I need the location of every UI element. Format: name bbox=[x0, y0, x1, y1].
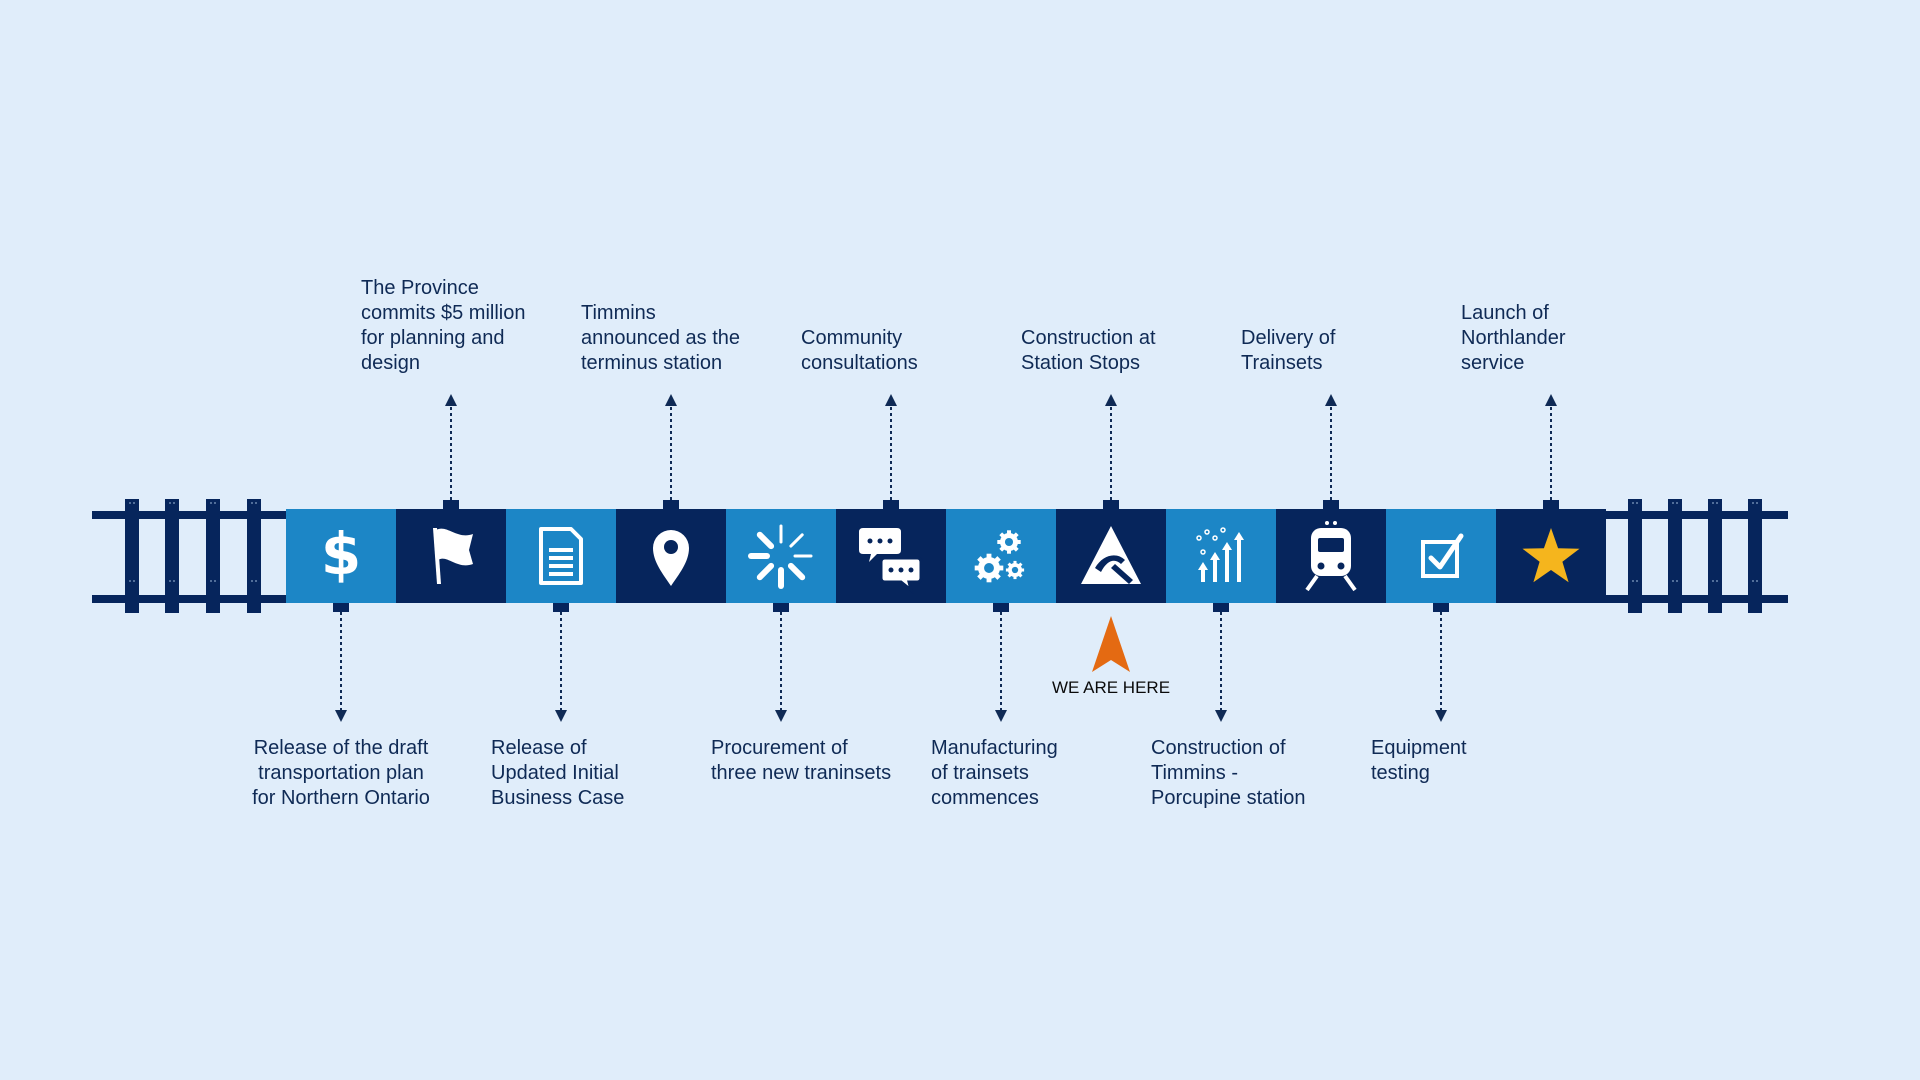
arrow-up-icon bbox=[1092, 616, 1130, 672]
dollar-icon: $ bbox=[321, 520, 361, 588]
milestone-connector bbox=[663, 394, 679, 509]
rail-ties bbox=[125, 499, 1762, 613]
chat-bubbles-icon bbox=[859, 528, 923, 594]
construction-icon bbox=[1081, 526, 1141, 584]
location-pin-icon bbox=[653, 530, 689, 586]
milestone-label: Delivery of Trainsets bbox=[1241, 327, 1336, 374]
milestone-tile bbox=[836, 509, 946, 603]
rail-tie bbox=[206, 499, 220, 613]
milestone-connector bbox=[1213, 603, 1229, 722]
milestone-label: The Province commits $5 million for plan… bbox=[361, 277, 526, 374]
milestone-connector bbox=[1103, 394, 1119, 509]
rail-tie bbox=[1708, 499, 1722, 613]
milestone-connector bbox=[1543, 394, 1559, 509]
rail-tie bbox=[1628, 499, 1642, 613]
svg-text:$: $ bbox=[321, 520, 361, 588]
rail-tie bbox=[1748, 499, 1762, 613]
star-icon bbox=[1522, 528, 1580, 583]
rail-tie bbox=[165, 499, 179, 613]
document-icon bbox=[539, 527, 583, 585]
milestone-connector bbox=[333, 603, 349, 722]
rail-tie bbox=[247, 499, 261, 613]
milestone-label: Manufacturing of trainsets commences bbox=[931, 737, 1058, 809]
milestone-tile bbox=[1166, 509, 1276, 603]
milestone-label: Procurement of three new traninsets bbox=[711, 737, 892, 784]
rail-tie bbox=[125, 499, 139, 613]
milestone-connector bbox=[883, 394, 899, 509]
milestone-connector bbox=[773, 603, 789, 722]
milestone-connector bbox=[993, 603, 1009, 722]
train-icon bbox=[1305, 521, 1357, 592]
milestone-label: Release of Updated Initial Business Case bbox=[491, 737, 625, 809]
we-are-here-label: WE ARE HERE bbox=[1051, 678, 1171, 697]
milestone-connector bbox=[443, 394, 459, 509]
flag-icon bbox=[433, 528, 473, 584]
milestone-tiles bbox=[286, 509, 1606, 603]
milestone-connectors bbox=[333, 394, 1559, 722]
milestone-tile bbox=[1386, 509, 1496, 603]
milestone-label: Equipment testing bbox=[1371, 737, 1467, 784]
growth-arrows-icon bbox=[1196, 527, 1244, 582]
milestone-label: Release of the draft transportation plan… bbox=[252, 737, 430, 809]
gears-icon bbox=[974, 530, 1025, 583]
milestone-label: Timmins announced as the terminus statio… bbox=[581, 302, 741, 374]
milestone-label: Construction at Station Stops bbox=[1021, 327, 1156, 374]
milestone-label: Community consultations bbox=[801, 327, 918, 374]
loading-icon bbox=[748, 524, 813, 589]
milestone-tile bbox=[946, 509, 1056, 603]
current-stage-marker bbox=[1092, 616, 1130, 672]
milestone-connector bbox=[1323, 394, 1339, 509]
milestone-label: Launch of Northlander service bbox=[1461, 302, 1566, 374]
milestone-connector bbox=[1433, 603, 1449, 722]
milestone-tile bbox=[286, 509, 396, 603]
milestone-connector bbox=[553, 603, 569, 722]
checkbox-icon bbox=[1421, 533, 1464, 578]
milestone-icons: $ bbox=[321, 520, 1580, 594]
milestone-label: Construction of Timmins - Porcupine stat… bbox=[1151, 737, 1306, 809]
rail-tie bbox=[1668, 499, 1682, 613]
